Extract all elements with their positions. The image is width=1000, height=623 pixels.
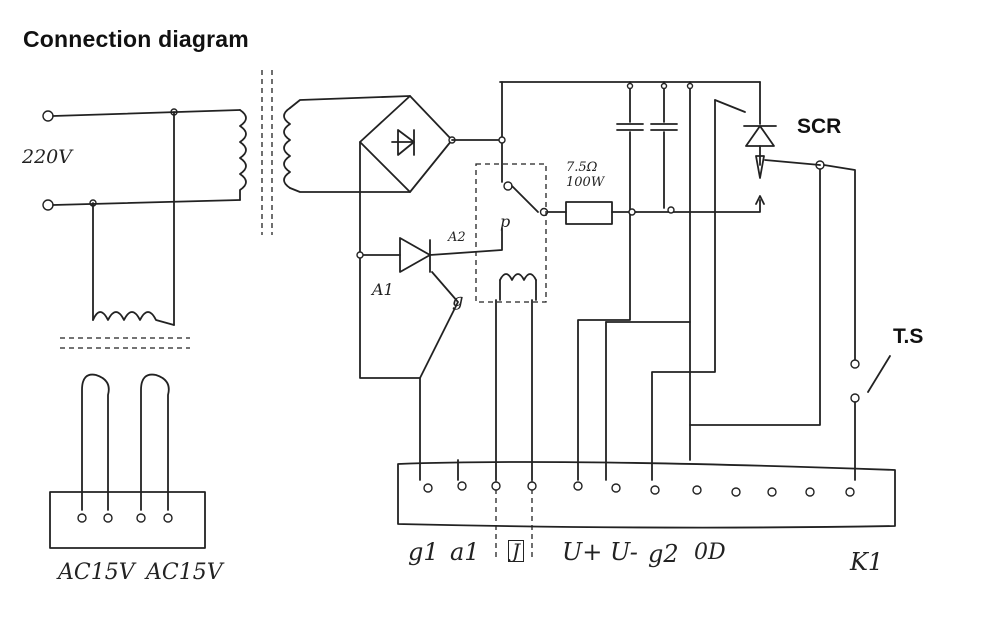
scr-thyristor: [635, 81, 777, 481]
terminal-label-g1: g1: [408, 538, 439, 566]
ac-output-label-2: AC15V: [146, 560, 223, 585]
terminal-label-u-plus: U+: [562, 538, 603, 566]
terminal-label-a1: a1: [450, 538, 480, 566]
terminal-label-j: J: [508, 540, 525, 562]
terminal-label-k1: K1: [850, 548, 884, 576]
capacitors: [577, 81, 678, 481]
diode-a1-label: A1: [372, 280, 394, 299]
terminal-label-u-minus: U-: [610, 538, 638, 566]
bridge-rectifier: [359, 95, 503, 379]
mains-input: [42, 108, 241, 326]
resistor: [511, 185, 675, 225]
mains-voltage-label: 220V: [22, 146, 72, 168]
terminal-block: [397, 461, 896, 529]
diode-a2-label: A2: [448, 230, 466, 245]
terminal-label-g2: g2: [648, 540, 679, 568]
relay-g-label: g: [452, 290, 464, 311]
terminal-label-0d: 0D: [694, 540, 726, 565]
ac-output-label-1: AC15V: [58, 560, 135, 585]
resistor-label: 7.5Ω 100W: [566, 160, 605, 190]
relay-p-label: p: [500, 212, 511, 231]
scr-label: SCR: [797, 115, 842, 138]
ts-label: T.S: [893, 325, 924, 348]
terminal-wiring: [457, 159, 891, 560]
diode-a1-a2: [356, 227, 503, 481]
main-transformer: [239, 70, 411, 235]
diagram-title: Connection diagram: [23, 26, 249, 52]
relay-box: [475, 163, 547, 303]
aux-transformer: [49, 311, 206, 549]
